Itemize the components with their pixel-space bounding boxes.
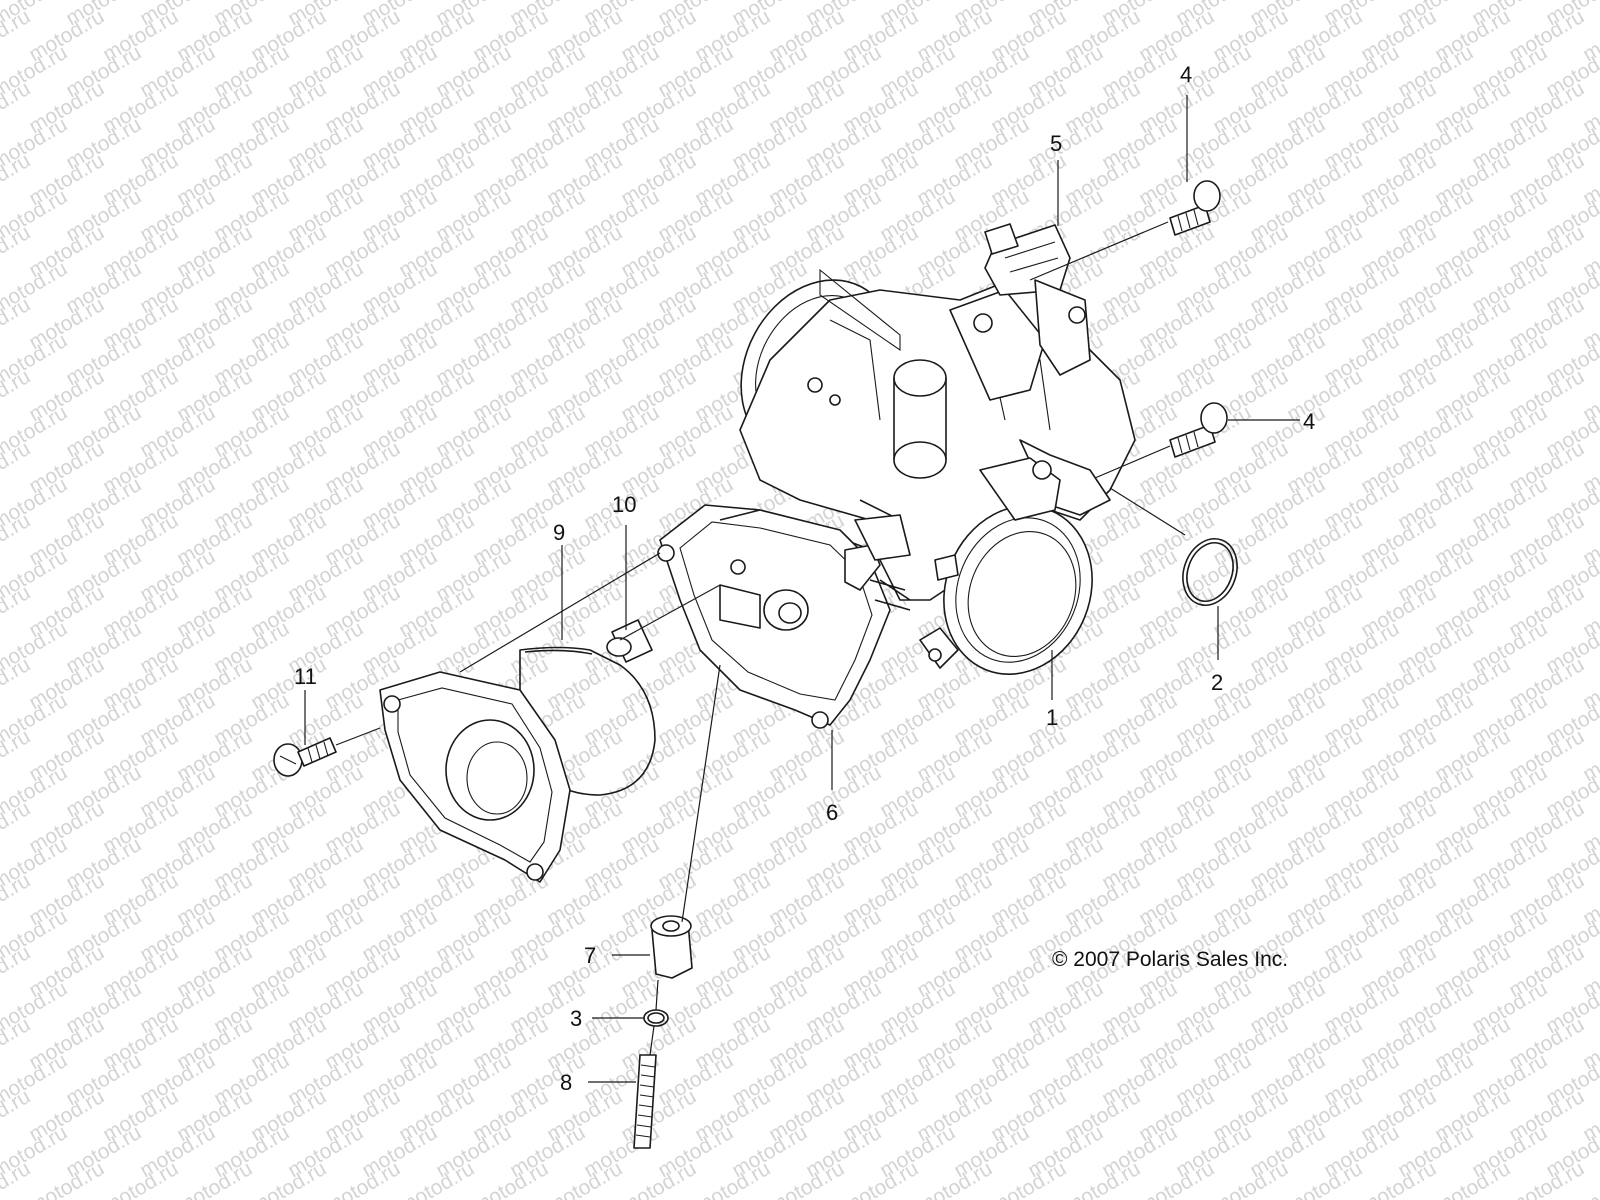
- watermark-text: motod.ru: [0, 869, 34, 930]
- callout-8: 8: [560, 1070, 572, 1095]
- callout-2: 2: [1211, 670, 1223, 695]
- watermark-text: motod.ru: [0, 581, 34, 642]
- callout-10: 10: [612, 492, 636, 517]
- callout-1: 1: [1046, 705, 1058, 730]
- watermark-text: motod.ru: [0, 941, 34, 1002]
- watermark-text: motod.ru: [0, 725, 34, 786]
- watermark-text: motod.ru: [0, 437, 34, 498]
- callout-7: 7: [584, 943, 596, 968]
- callout-4b: 4: [1303, 409, 1315, 434]
- callout-6: 6: [826, 800, 838, 825]
- watermark-text: motod.ru: [0, 509, 34, 570]
- spacer: [650, 915, 693, 979]
- callout-4a: 4: [1180, 62, 1192, 87]
- watermark-text: motod.ru: [0, 797, 34, 858]
- watermark-text: motod.ru: [0, 365, 34, 426]
- screw-right: [1169, 402, 1228, 458]
- watermark-text: motod.ru: [0, 77, 34, 138]
- callout-11: 11: [294, 664, 317, 689]
- watermark-text: motod.ru: [0, 1085, 34, 1146]
- callout-9: 9: [553, 520, 565, 545]
- watermark-text: motod.ru: [0, 1013, 34, 1074]
- callout-3: 3: [570, 1006, 582, 1031]
- watermark-text: motod.ru: [0, 221, 34, 282]
- callout-5: 5: [1050, 131, 1062, 156]
- watermark-text: motod.ru: [0, 293, 34, 354]
- copyright-text: © 2007 Polaris Sales Inc.: [1052, 948, 1288, 971]
- watermark-text: motod.ru: [0, 5, 34, 66]
- watermark-text: motod.ru: [0, 653, 34, 714]
- watermark-text: motod.ru: [0, 149, 34, 210]
